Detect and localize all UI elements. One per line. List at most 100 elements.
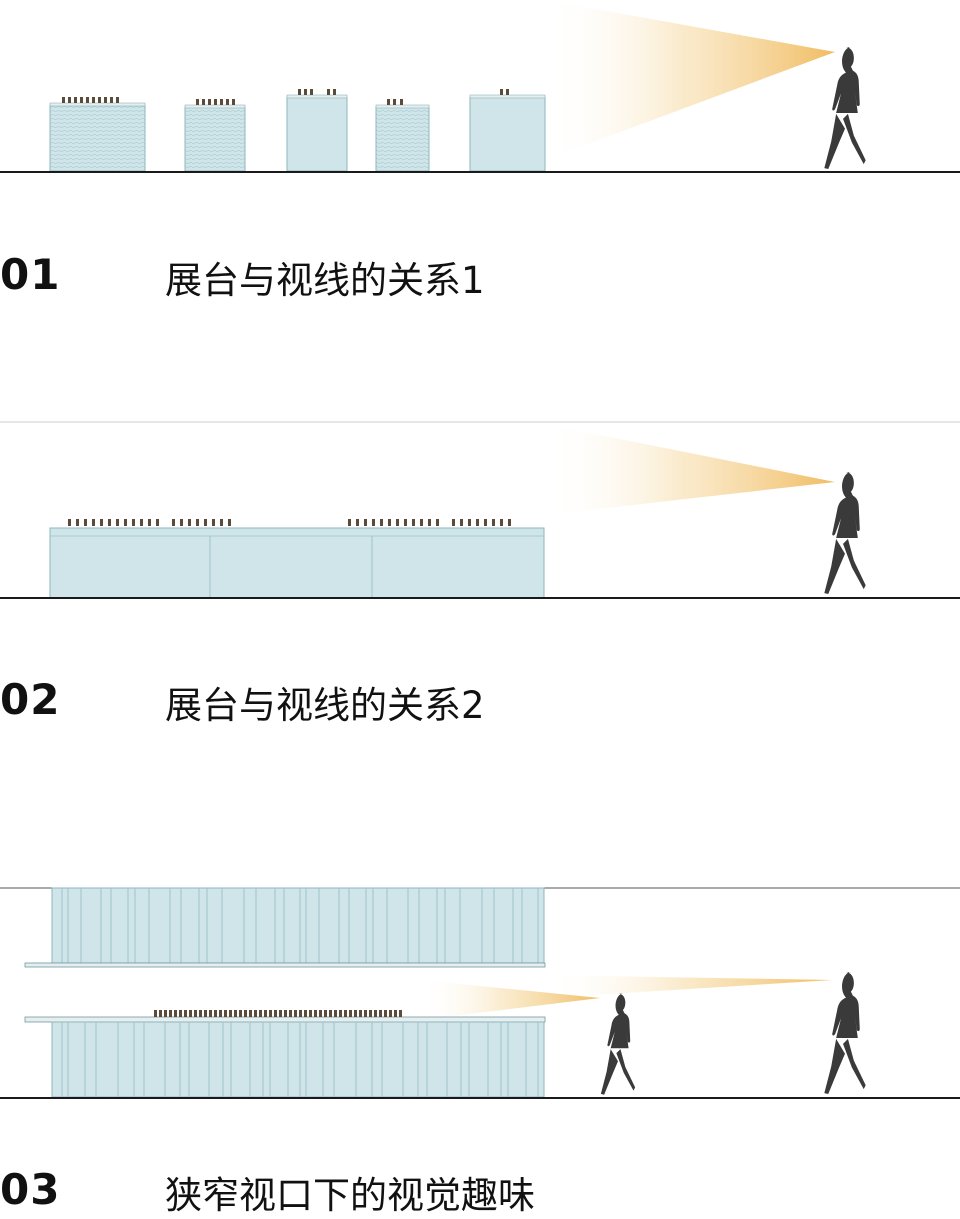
products: [154, 1010, 402, 1017]
product-bottle: [184, 1010, 187, 1017]
product-bottle: [264, 1010, 267, 1017]
section-2: 02 展台与视线的关系2: [0, 420, 960, 740]
product-bottle: [140, 519, 143, 526]
product-bottle: [164, 1010, 167, 1017]
section-caption: 展台与视线的关系1: [165, 259, 485, 302]
product-bottle: [508, 519, 511, 526]
product-bottle: [159, 1010, 162, 1017]
product-bottle: [279, 1010, 282, 1017]
product-bottle: [384, 1010, 387, 1017]
sight-beam: [545, 975, 832, 998]
product-bottle: [224, 1010, 227, 1017]
products: [62, 89, 509, 105]
product-bottle: [354, 1010, 357, 1017]
product-bottle: [484, 519, 487, 526]
sight-beam: [545, 0, 835, 160]
product-bottle: [299, 1010, 302, 1017]
product-bottle: [254, 1010, 257, 1017]
product-bottle: [209, 1010, 212, 1017]
display-stand: [49, 102, 146, 172]
display-stand: [184, 104, 246, 172]
section-3: 03 狭窄视口下的视觉趣味: [0, 880, 960, 1218]
product-bottle: [148, 519, 151, 526]
product-bottle: [249, 1010, 252, 1017]
illustration-1: [0, 0, 960, 173]
product-bottle: [274, 1010, 277, 1017]
product-bottle: [314, 1010, 317, 1017]
product-bottle: [389, 1010, 392, 1017]
product-bottle: [364, 1010, 367, 1017]
product-bottle: [189, 1010, 192, 1017]
product-bottle: [420, 519, 423, 526]
product-bottle: [154, 1010, 157, 1017]
section-caption: 狭窄视口下的视觉趣味: [165, 1174, 535, 1217]
product-bottle: [476, 519, 479, 526]
product-bottle: [372, 519, 375, 526]
product-bottle: [339, 1010, 342, 1017]
product-bottle: [436, 519, 439, 526]
section-caption: 展台与视线的关系2: [165, 684, 485, 727]
product-bottle: [404, 519, 407, 526]
woman-silhouette-crouching: [600, 993, 636, 1095]
product-bottle: [180, 519, 183, 526]
product-bottle: [68, 519, 71, 526]
product-bottle: [76, 519, 79, 526]
section-number: 01: [0, 250, 61, 299]
product-bottle: [388, 519, 391, 526]
product-bottle: [212, 519, 215, 526]
section-number: 03: [0, 1165, 61, 1214]
product-bottle: [380, 519, 383, 526]
display-stand: [469, 94, 546, 172]
woman-silhouette: [824, 971, 866, 1095]
product-bottle: [220, 519, 223, 526]
product-bottle: [294, 1010, 297, 1017]
long-display-counter: [49, 527, 545, 599]
product-bottle: [452, 519, 455, 526]
product-bottle: [108, 519, 111, 526]
products: [68, 519, 511, 526]
product-bottle: [84, 519, 87, 526]
illustration-2: [0, 421, 960, 599]
illustration-3: [0, 887, 960, 1099]
product-bottle: [364, 519, 367, 526]
product-bottle: [309, 1010, 312, 1017]
product-bottle: [412, 519, 415, 526]
product-bottle: [349, 1010, 352, 1017]
section-number: 02: [0, 675, 61, 724]
product-bottle: [204, 519, 207, 526]
product-bottle: [204, 1010, 207, 1017]
product-bottle: [428, 519, 431, 526]
product-bottle: [344, 1010, 347, 1017]
product-bottle: [239, 1010, 242, 1017]
product-bottle: [100, 519, 103, 526]
product-bottle: [334, 1010, 337, 1017]
product-bottle: [194, 1010, 197, 1017]
product-bottle: [374, 1010, 377, 1017]
product-bottle: [214, 1010, 217, 1017]
product-bottle: [396, 519, 399, 526]
product-bottle: [199, 1010, 202, 1017]
product-bottle: [92, 519, 95, 526]
product-bottle: [172, 519, 175, 526]
sight-beam-small: [420, 980, 600, 1020]
product-bottle: [174, 1010, 177, 1017]
product-bottle: [156, 519, 159, 526]
product-bottle: [244, 1010, 247, 1017]
product-bottle: [356, 519, 359, 526]
sight-beam: [545, 424, 835, 515]
product-bottle: [229, 1010, 232, 1017]
display-stand: [375, 104, 430, 172]
product-bottle: [379, 1010, 382, 1017]
product-bottle: [219, 1010, 222, 1017]
product-bottle: [169, 1010, 172, 1017]
product-bottle: [359, 1010, 362, 1017]
upper-shelf: [24, 887, 546, 968]
lower-counter: [24, 1016, 546, 1098]
product-bottle: [399, 1010, 402, 1017]
product-bottle: [369, 1010, 372, 1017]
product-bottle: [304, 1010, 307, 1017]
product-bottle: [124, 519, 127, 526]
product-bottle: [234, 1010, 237, 1017]
product-bottle: [259, 1010, 262, 1017]
product-bottle: [460, 519, 463, 526]
